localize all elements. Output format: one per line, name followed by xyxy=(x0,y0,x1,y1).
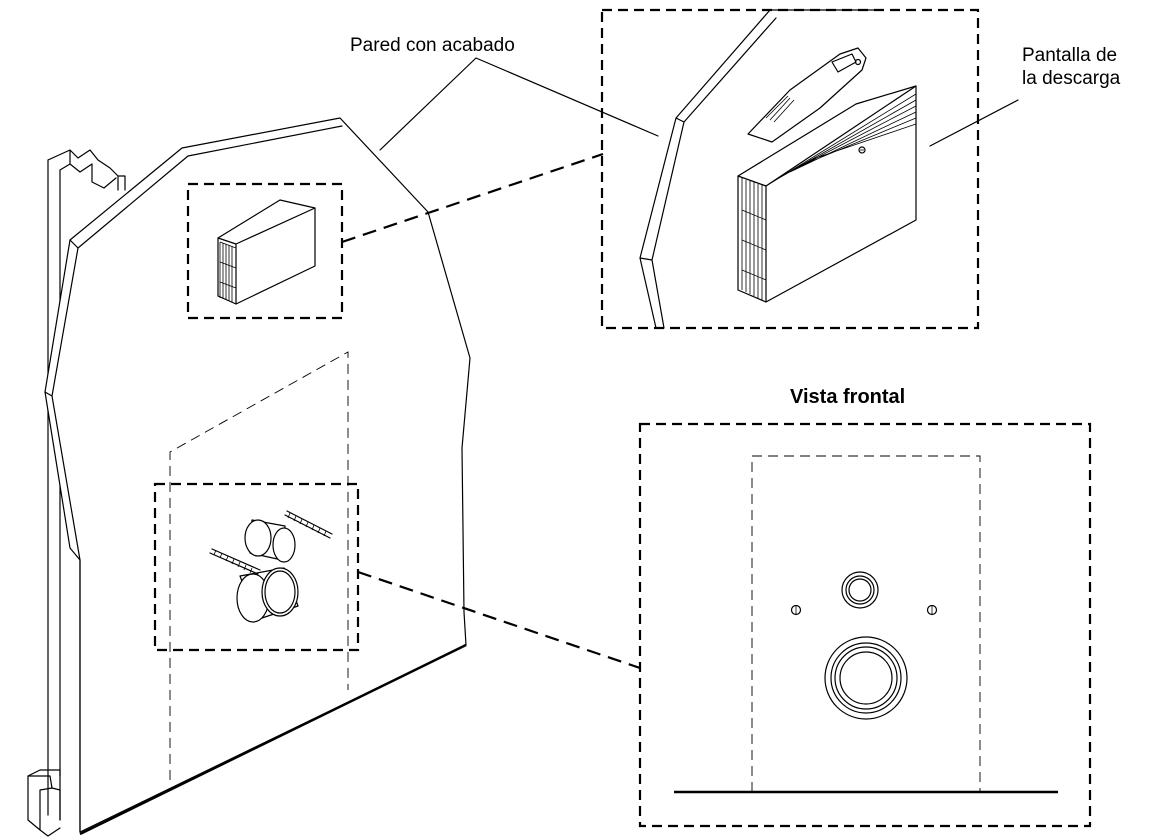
connectors-callout-box xyxy=(153,482,360,652)
label-leader-plate xyxy=(929,99,1019,147)
frame-post xyxy=(27,149,126,837)
detail-callout-box xyxy=(600,8,980,330)
front-view-frame-outline xyxy=(751,455,981,792)
pipe-connectors xyxy=(209,510,333,623)
front-view-box xyxy=(638,422,1092,828)
front-view-callout xyxy=(638,422,1092,828)
frame-outline-hidden xyxy=(169,351,349,780)
leader-to-detail xyxy=(341,152,604,244)
water-inlet-connector xyxy=(841,571,879,609)
label-flush-plate-line2: la descarga xyxy=(1022,68,1121,89)
leader-to-front-view xyxy=(357,570,641,670)
label-front-view: Vista frontal xyxy=(790,386,905,408)
flush-plate-small xyxy=(217,199,316,305)
finished-wall-panel xyxy=(44,117,471,836)
drain-outlet-connector xyxy=(824,636,908,720)
label-flush-plate-line1: Pantalla de xyxy=(1022,45,1117,66)
wall-frame-assembly xyxy=(27,117,641,837)
label-finished-wall: Pared con acabado xyxy=(350,35,515,56)
fixing-stud-left xyxy=(790,604,802,616)
fixing-stud-right xyxy=(926,604,938,616)
detail-callout xyxy=(600,8,980,330)
label-leader-wall xyxy=(379,57,659,151)
